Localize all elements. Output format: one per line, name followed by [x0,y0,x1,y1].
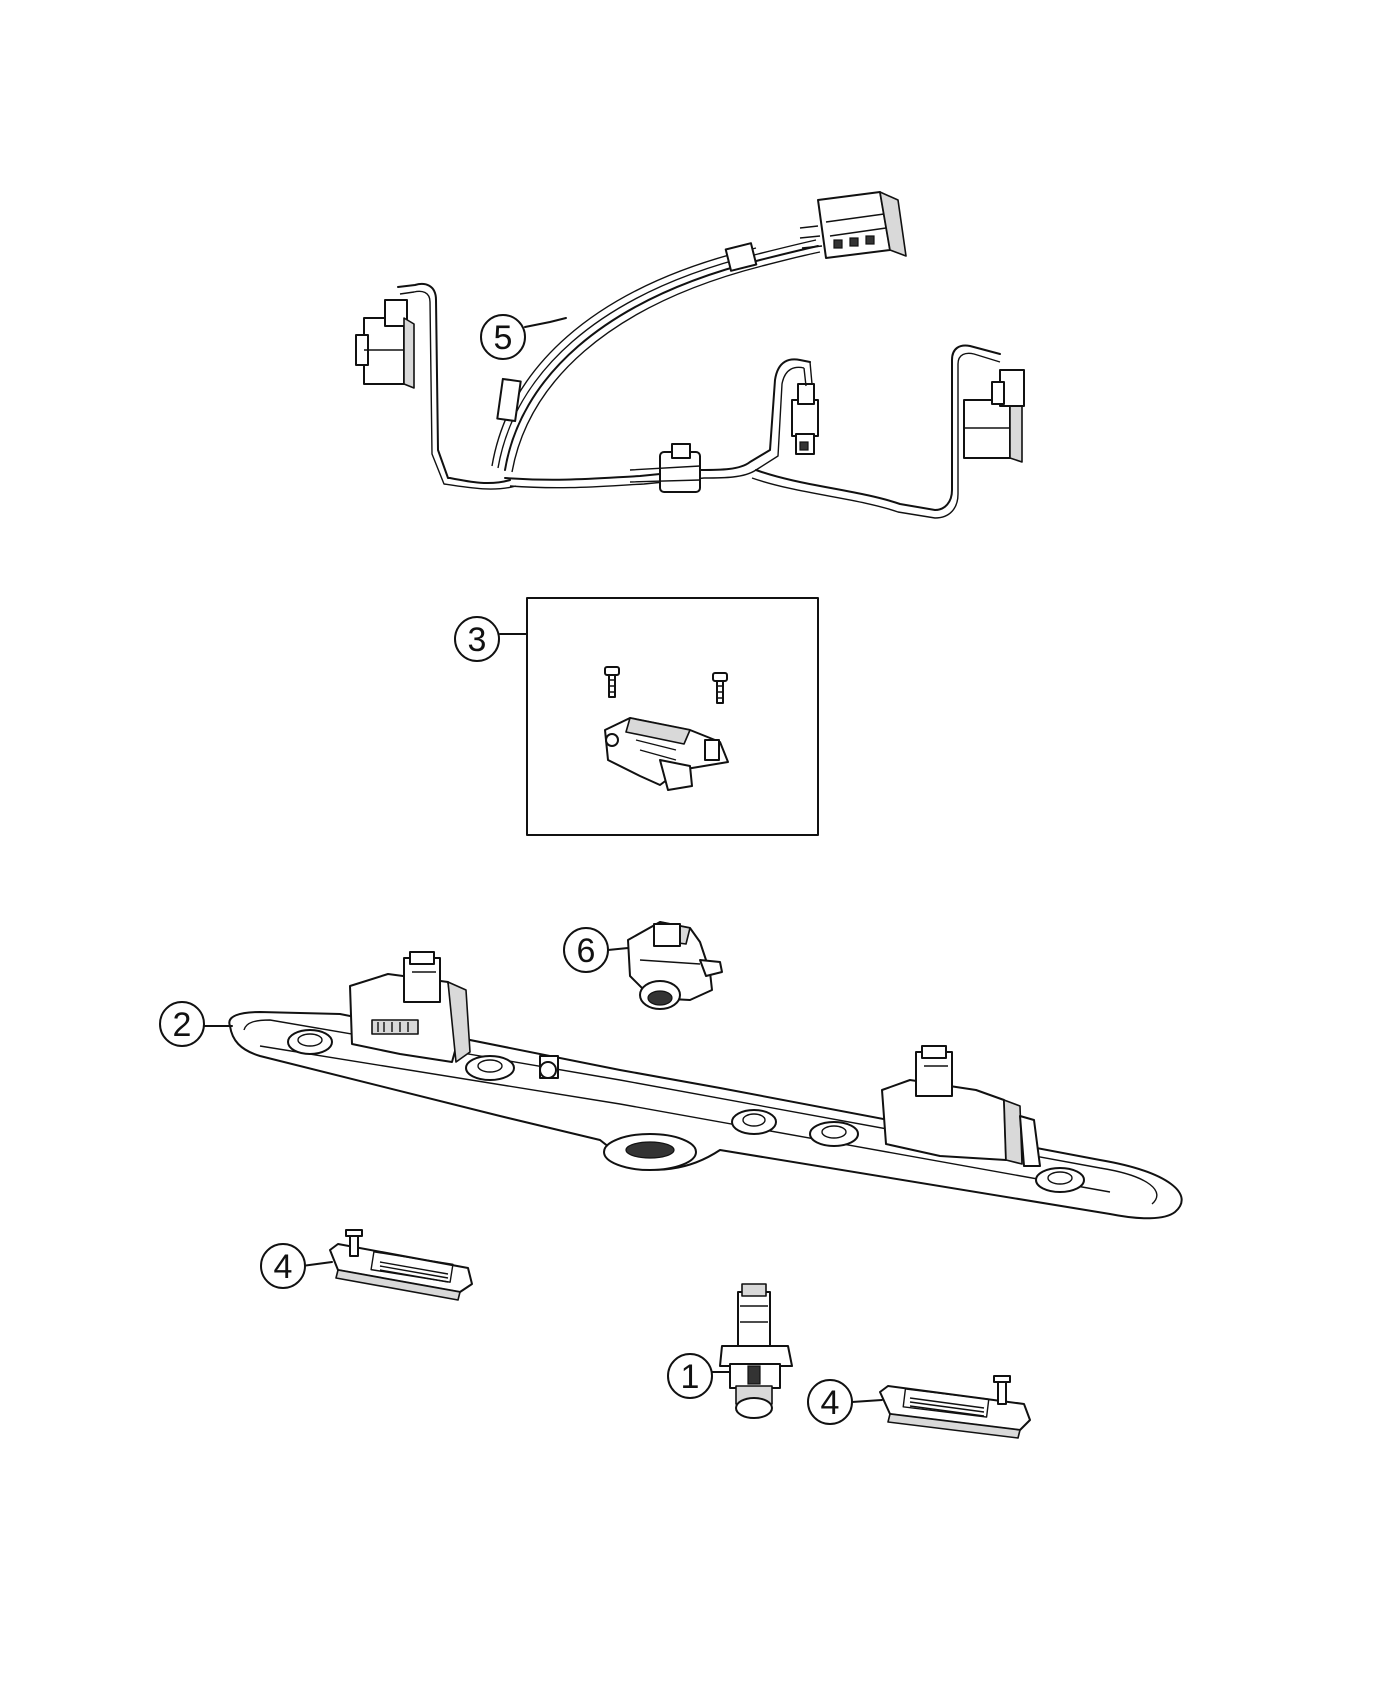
handle-left-module [349,951,471,1063]
callout-4-left: 4 [260,1243,306,1289]
callout-1-label: 1 [681,1358,700,1396]
callout-4-right: 4 [807,1379,853,1425]
callout-2-label: 2 [173,1006,192,1044]
harness-right-connector [963,369,1025,463]
callout-3: 3 [454,616,500,662]
callout-6: 6 [563,927,609,973]
handle-right-module [881,1045,1041,1167]
wiring-harness [355,191,1025,519]
callout-6-label: 6 [577,932,596,970]
callout-4-left-label: 4 [274,1248,293,1286]
kit-screw-right [712,672,728,704]
callout-1: 1 [667,1353,713,1399]
camera-kit-box [499,597,819,836]
callout-2: 2 [159,1001,205,1047]
handle-boss-center-left [465,1055,515,1081]
handle-boss-right [809,1121,859,1147]
callout-5: 5 [480,314,526,360]
tailgate-handle-bar [203,951,1183,1220]
handle-boss-center [731,1109,777,1135]
callout-5-label: 5 [494,319,513,357]
callout-4-right-label: 4 [821,1384,840,1422]
camera [607,921,723,1010]
handle-boss-far-right [1035,1167,1085,1193]
kit-screw-left [604,666,620,698]
harness-middle-connector [791,361,819,455]
license-lamp-right [851,1375,1031,1439]
license-lamp-left [301,1229,473,1301]
switch [711,1283,793,1419]
harness-main-connector [799,191,907,259]
harness-left-connector [355,299,415,389]
harness-clip [629,443,701,493]
kit-bracket [604,717,729,791]
callout-3-label: 3 [468,621,487,659]
handle-boss-left [287,1029,333,1055]
